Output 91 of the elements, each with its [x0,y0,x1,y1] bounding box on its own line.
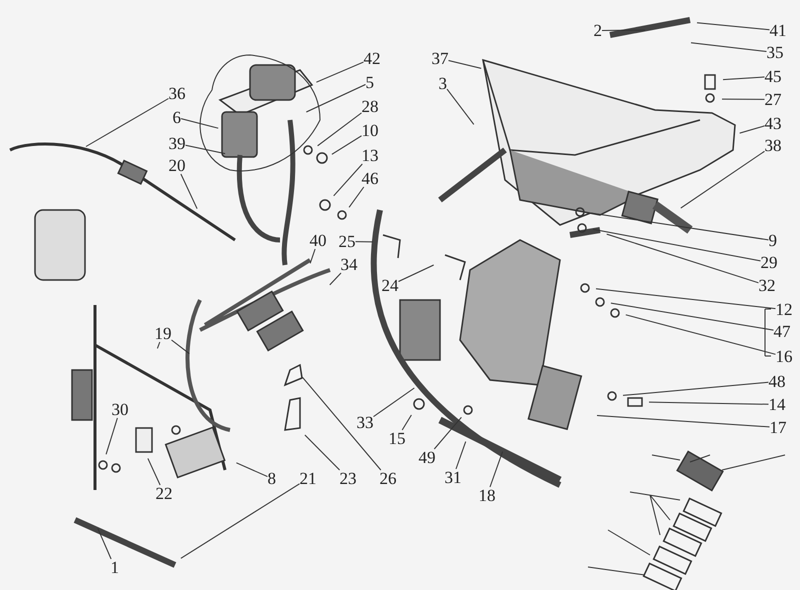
leader-line [722,98,765,100]
callout-number: 5 [366,74,374,91]
leader-line [398,264,434,282]
callout-number: 1 [110,559,119,576]
leader-line [739,125,765,134]
leader-line [690,42,767,52]
callout-number: 17 [770,419,786,436]
callout-number: 41 [770,22,786,39]
callout-number: 39 [168,135,186,152]
leader-line [648,402,769,405]
leader-line [434,416,462,450]
callout-number: 6 [172,109,181,126]
callout-number: 32 [758,277,776,294]
leader-line [147,458,161,486]
callout-number: 23 [340,470,356,487]
leader-line [310,248,316,264]
leader-line [448,60,482,69]
leader-line [680,150,765,209]
callout-number: 15 [388,430,406,447]
callout-number: 40 [310,232,326,249]
callout-number: 10 [362,122,378,139]
leader-line [596,288,776,310]
leader-line [592,228,761,262]
leader-line [316,62,364,83]
callout-number: 2 [594,22,602,39]
callout-number: 34 [340,256,358,273]
callout-number: 12 [776,301,792,318]
leader-line [180,174,198,210]
leader-line [329,272,342,286]
leader-line [97,528,112,560]
callout-number: 8 [268,470,276,487]
callout-number: 14 [768,396,786,413]
leader-line [625,314,776,355]
callout-number: 13 [362,147,378,164]
leader-line [86,98,169,147]
callout-number: 37 [432,50,448,67]
callout-number: 28 [362,98,378,115]
callout-number: 25 [338,233,356,250]
callout-number: 27 [764,91,782,108]
leader-line [590,212,769,240]
callout-number: 33 [356,414,374,431]
leader-line [696,22,770,30]
callout-number: 38 [764,137,782,154]
leader-line [180,483,300,559]
callout-number: 45 [764,68,782,85]
callout-number: 36 [168,85,186,102]
leader-line [348,186,364,208]
leader-line [304,434,340,470]
leader-line [446,88,474,125]
leader-line [156,342,160,349]
leader-line [596,415,770,428]
leader-line [171,340,190,354]
callout-number: 35 [766,44,784,61]
leader-line [236,462,268,478]
callout-number: 47 [774,323,790,340]
callout-number: 19 [154,325,172,342]
leader-line [722,76,765,80]
leader-line [180,118,219,129]
leader-line [106,418,118,455]
leader-line [317,112,362,146]
leader-line [490,451,504,488]
callout-number: 48 [768,373,786,390]
leader-line [402,414,412,430]
leader-line [456,441,466,470]
callout-number: 20 [168,157,186,174]
leader-line [606,234,759,284]
leader-line [185,144,226,154]
leader-line [331,135,362,155]
callout-number: 42 [364,50,380,67]
callout-number: 9 [768,232,777,249]
callout-number: 46 [362,170,378,187]
callout-number: 49 [418,449,436,466]
leader-line [306,84,366,112]
callout-number: 16 [776,348,792,365]
callout-number: 26 [380,470,396,487]
callout-number: 22 [156,485,172,502]
callout-number: 3 [438,75,447,92]
callout-number: 43 [764,115,782,132]
callout-number: 18 [478,487,496,504]
leader-line [602,30,646,31]
callout-number: 21 [300,470,316,487]
callout-number: 31 [444,469,462,486]
leader-line [355,241,374,242]
leader-line [302,376,382,470]
leader-line [622,382,769,396]
leader-line [610,302,774,331]
leader-line [373,388,415,418]
callout-number: 30 [112,401,128,418]
leader-line [333,164,363,196]
callout-number: 29 [760,254,778,271]
callout-number: 24 [382,277,398,294]
